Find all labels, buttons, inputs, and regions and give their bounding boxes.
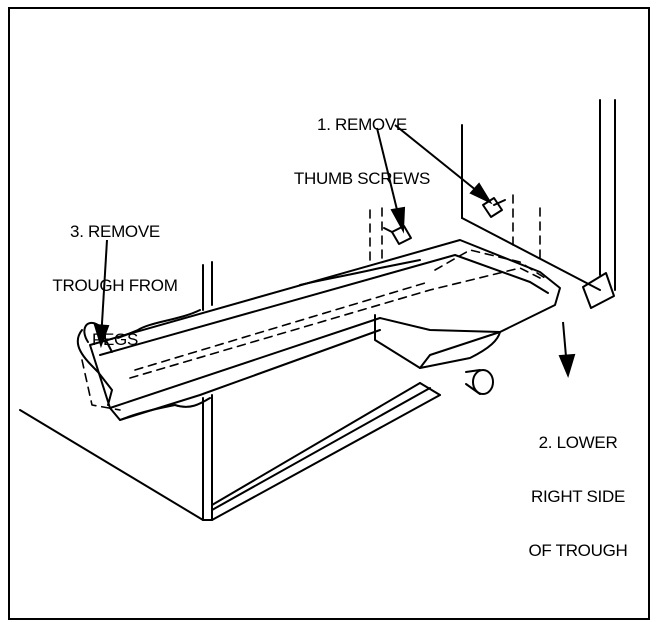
cabinet-wall bbox=[202, 99, 616, 521]
hidden-lines bbox=[81, 194, 546, 411]
cabinet-base bbox=[19, 382, 441, 521]
thumb-screw-right bbox=[482, 197, 506, 218]
step-1-line-2: THUMB SCREWS bbox=[293, 169, 431, 188]
step-1-line-1: 1. REMOVE bbox=[317, 115, 407, 134]
step-3-label: 3. REMOVE TROUGH FROM PEGS bbox=[20, 187, 210, 367]
step-3-line-3: PEGS bbox=[91, 330, 139, 349]
step-3-line-1: 3. REMOVE bbox=[70, 222, 160, 241]
step-2-line-1: 2. LOWER bbox=[538, 433, 618, 452]
step-2-line-3: OF TROUGH bbox=[528, 541, 628, 560]
step-2-line-2: RIGHT SIDE bbox=[531, 487, 625, 506]
bracket-plate bbox=[582, 272, 615, 309]
trough-knob bbox=[465, 369, 494, 395]
thumb-screw-left bbox=[383, 225, 412, 245]
diagram-frame bbox=[8, 7, 650, 620]
step-2-label: 2. LOWER RIGHT SIDE OF TROUGH bbox=[503, 398, 653, 578]
step-3-line-2: TROUGH FROM bbox=[52, 276, 178, 295]
step-1-label: 1. REMOVE THUMB SCREWS bbox=[262, 80, 462, 206]
trough bbox=[76, 239, 561, 421]
callout-arrows bbox=[93, 124, 576, 378]
